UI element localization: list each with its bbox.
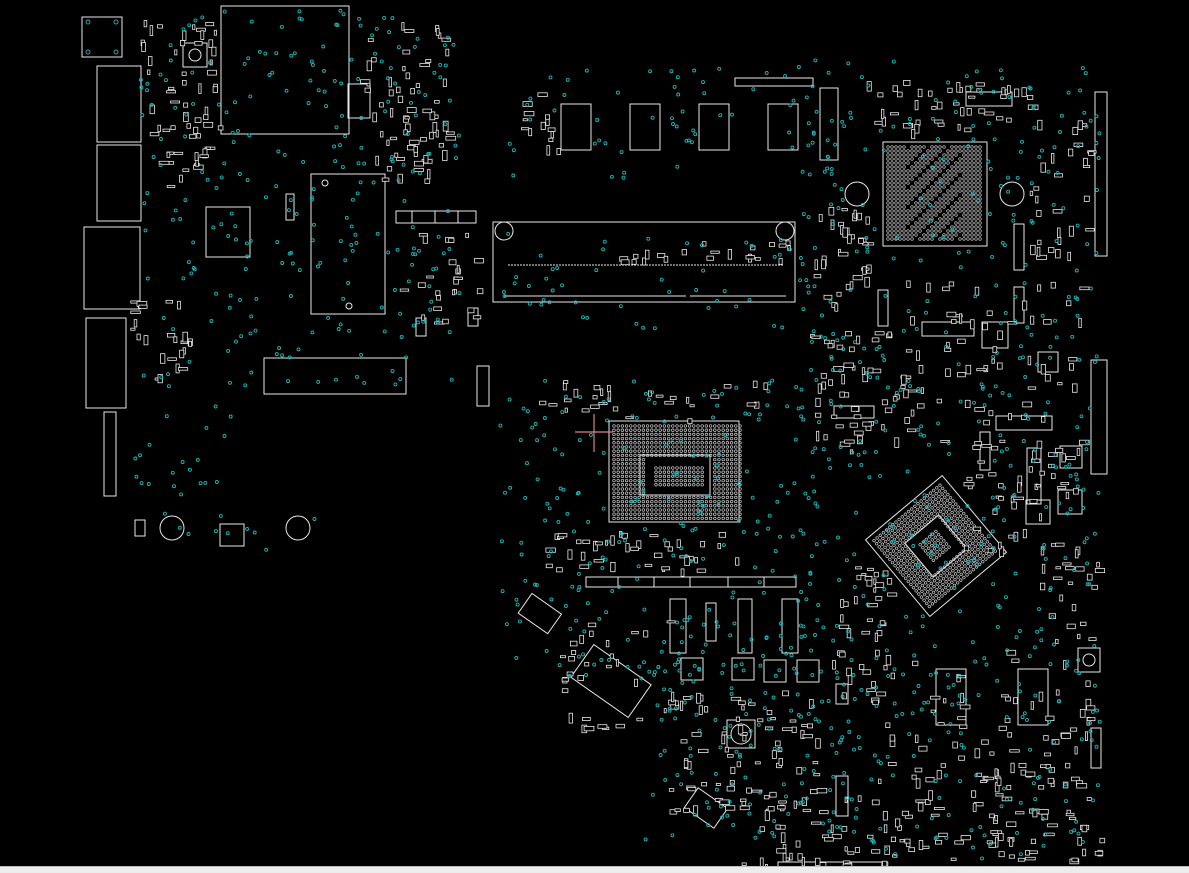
right-edge-connectors bbox=[965, 91, 1108, 769]
crosshair-cursor-icon bbox=[575, 414, 613, 452]
bga-rotated bbox=[864, 474, 1008, 618]
status-bar bbox=[0, 866, 1189, 873]
top-left-chip-area bbox=[134, 5, 490, 547]
vias bbox=[133, 8, 1102, 861]
cpu-package bbox=[608, 420, 742, 523]
left-io-connectors bbox=[81, 16, 142, 497]
power-section bbox=[517, 223, 1083, 869]
smd-components bbox=[130, 20, 1106, 871]
bottom-memory-chips bbox=[935, 668, 1049, 726]
bga-top-right bbox=[844, 141, 1025, 247]
top-memory-chips bbox=[560, 77, 839, 161]
